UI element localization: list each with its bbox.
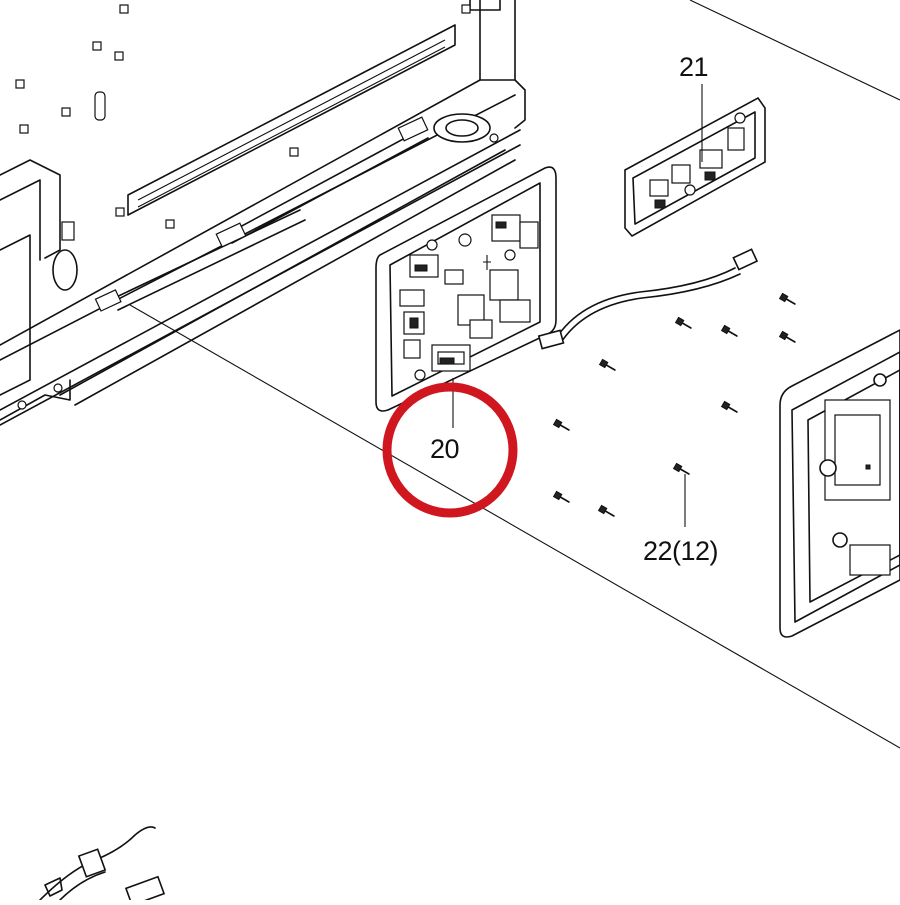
callout-label-21: 21 <box>679 52 709 82</box>
highlight-circle <box>382 382 518 518</box>
cover-plate <box>779 329 900 638</box>
bottom-wire-bundle <box>39 826 166 905</box>
guide-lines <box>129 0 900 749</box>
cabinet-frame <box>0 0 526 426</box>
callout-label-22: 22(12) <box>643 536 719 566</box>
pcb-board-part-20 <box>375 166 557 412</box>
wire-harness <box>537 248 759 350</box>
display-board-part-21 <box>624 96 766 238</box>
frame-holes <box>15 4 499 410</box>
callout-label-20: 20 <box>430 434 460 464</box>
screws-part-22 <box>552 292 796 517</box>
